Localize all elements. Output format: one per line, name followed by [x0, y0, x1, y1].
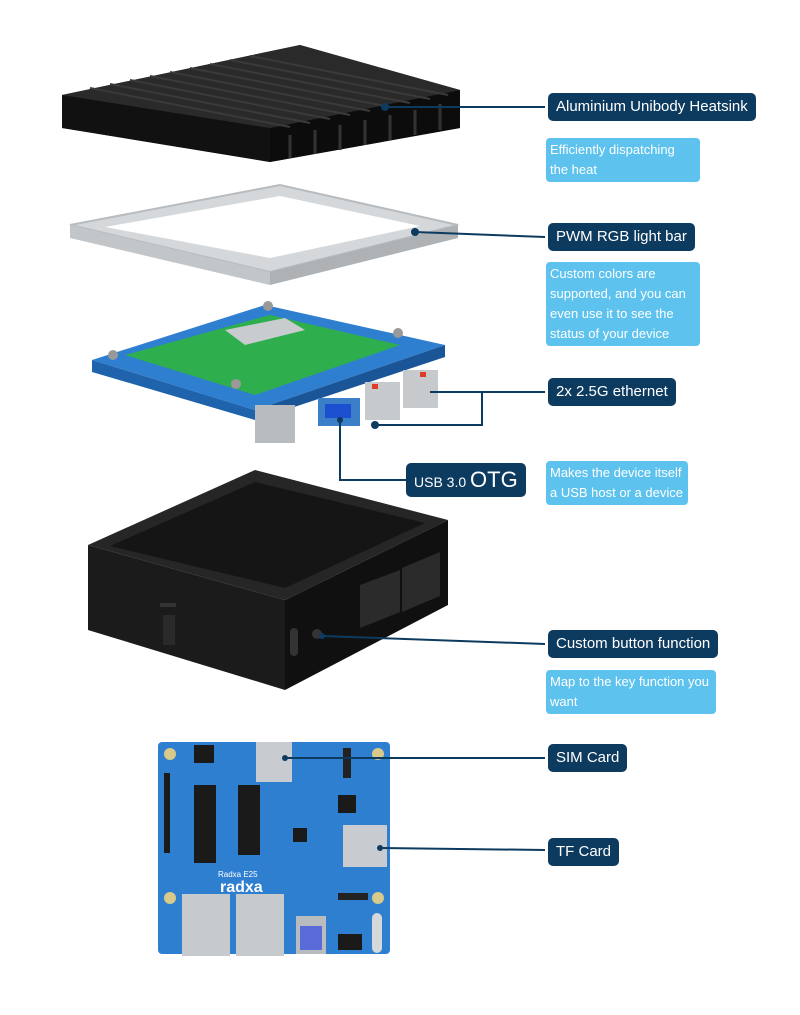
leader-ethernet [375, 391, 545, 426]
board-model-text: Radxa E25 [218, 870, 258, 879]
usb-label-suffix: OTG [470, 467, 518, 492]
button-description: Map to the key function you want [546, 670, 716, 714]
sim-label: SIM Card [548, 744, 628, 772]
usb-label: USB 3.0 OTG [406, 463, 526, 497]
main-board-illustration [92, 301, 445, 443]
leader-usb [339, 420, 406, 481]
bottom-board-illustration: Radxa E25 radxa [158, 742, 390, 956]
heatsink-label: Aluminium Unibody Heatsink [548, 93, 756, 121]
tf-label: TF Card [548, 838, 620, 866]
leader-lightbar [414, 231, 546, 238]
case-illustration [88, 470, 448, 690]
lightbar-description: Custom colors are supported, and you can… [546, 262, 700, 346]
button-label: Custom button function [548, 630, 719, 658]
heatsink-illustration [62, 45, 460, 162]
leader-button [321, 635, 546, 645]
leader-lines [285, 106, 546, 851]
leader-tf [379, 847, 546, 851]
board-brand-text: radxa [220, 879, 263, 896]
usb-description: Makes the device itself a USB host or a … [546, 461, 688, 505]
lightbar-label: PWM RGB light bar [548, 223, 695, 251]
ethernet-label: 2x 2.5G ethernet [548, 378, 676, 406]
light-bar-illustration [69, 183, 459, 285]
heatsink-description: Efficiently dispatching the heat [546, 138, 700, 182]
usb-label-prefix: USB 3.0 [414, 474, 471, 490]
